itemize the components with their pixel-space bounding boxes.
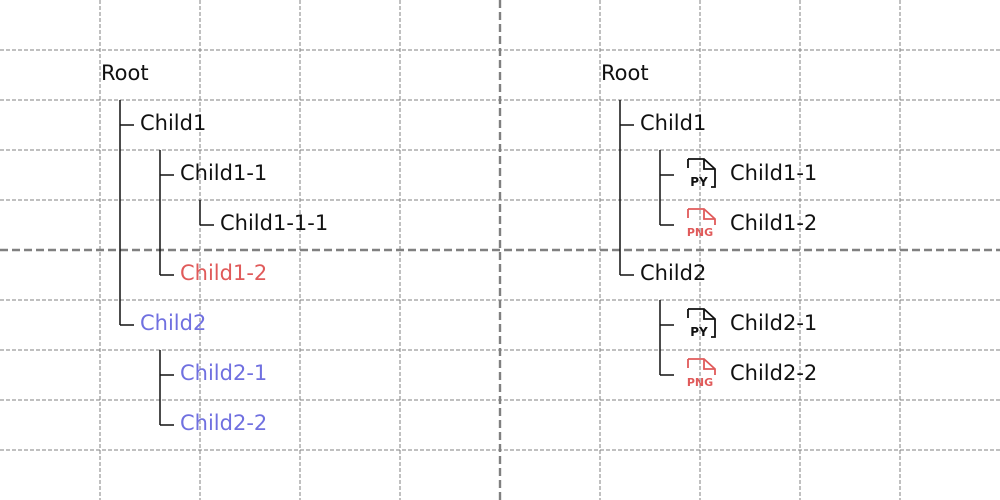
right-node-child2-1: Child2-1 <box>730 311 818 335</box>
python-file-icon-label: PY <box>690 325 708 339</box>
png-file-icon-label: PNG <box>687 226 713 239</box>
left-node-child2-1: Child2-1 <box>180 361 268 385</box>
right-node-child1: Child1 <box>640 111 707 135</box>
right-node-child1-2: Child1-2 <box>730 211 818 235</box>
left-node-child1-1-1: Child1-1-1 <box>220 211 329 235</box>
png-file-icon: PNG <box>684 356 716 390</box>
python-file-icon-label: PY <box>690 175 708 189</box>
right-node-root: Root <box>601 61 649 85</box>
left-node-child1-1: Child1-1 <box>180 161 268 185</box>
left-node-child2-2: Child2-2 <box>180 411 268 435</box>
left-node-root: Root <box>101 61 149 85</box>
right-node-child2: Child2 <box>640 261 707 285</box>
right-node-child1-1: Child1-1 <box>730 161 818 185</box>
png-file-icon: PNG <box>684 206 716 240</box>
left-node-child1-2: Child1-2 <box>180 261 268 285</box>
right-node-child2-2: Child2-2 <box>730 361 818 385</box>
python-file-icon: PY <box>684 156 716 190</box>
left-node-child1: Child1 <box>140 111 207 135</box>
python-file-icon: PY <box>684 306 716 340</box>
png-file-icon-label: PNG <box>687 376 713 389</box>
left-node-child2: Child2 <box>140 311 207 335</box>
